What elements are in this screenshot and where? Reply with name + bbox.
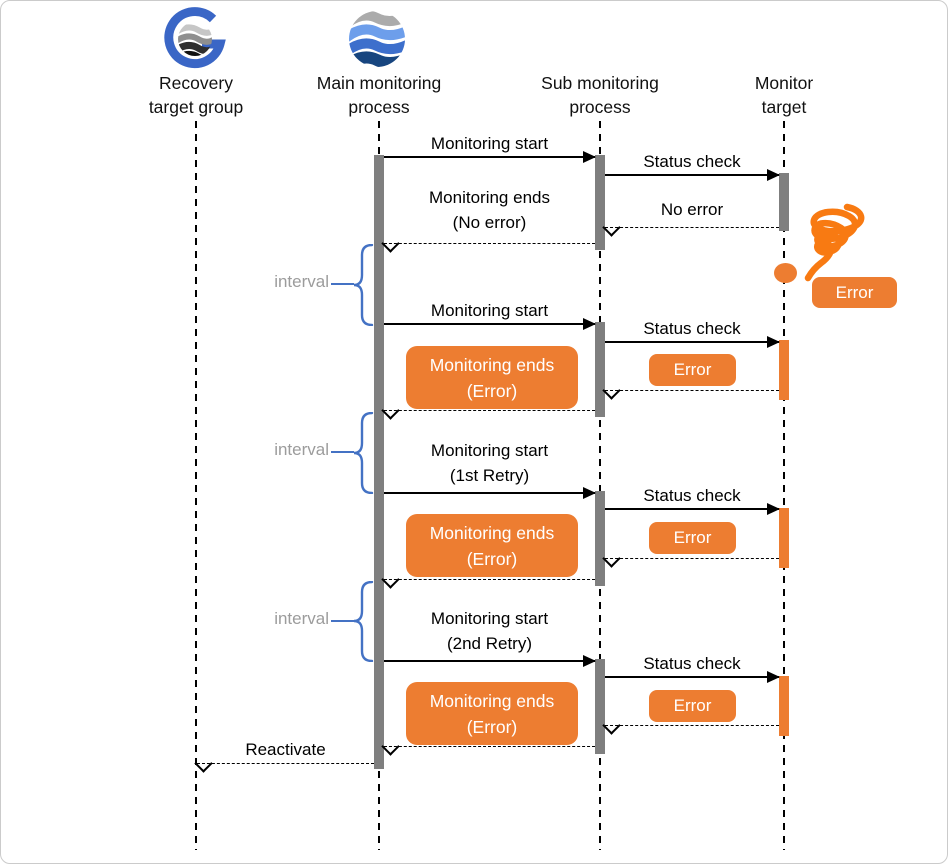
error-badge-floating: Error — [812, 277, 897, 308]
message-arrow-error-2 — [602, 549, 779, 568]
activation-bar-monitor-3-error — [779, 508, 789, 568]
arrowhead-icon — [381, 234, 400, 253]
arrowhead-icon — [767, 671, 780, 683]
error-badge-1: Error — [649, 354, 736, 386]
lifeline-recovery-target-group — [195, 121, 197, 850]
message-arrow-status-check-2 — [605, 336, 780, 348]
arrowhead-icon — [381, 401, 400, 420]
message-arrow-error-3 — [602, 716, 779, 735]
interval-brace-3 — [353, 581, 374, 662]
message-label-status-check-1: Status check — [643, 152, 741, 171]
message-arrow-monitoring-ends-error-2 — [381, 570, 595, 589]
actor-label-monitor-target: Monitor target — [754, 73, 814, 117]
message-arrow-monitoring-ends-error-1 — [381, 401, 595, 420]
message-label-status-check-3: Status check — [643, 486, 741, 505]
arrowhead-icon — [583, 318, 596, 330]
arrowhead-icon — [767, 336, 780, 348]
activation-bar-monitor-2-error — [779, 340, 789, 400]
arrowhead-icon — [583, 655, 596, 667]
arrowhead-icon — [602, 381, 621, 400]
arrowhead-icon — [767, 503, 780, 515]
arrowhead-icon — [602, 716, 621, 735]
message-arrow-reactivate — [194, 754, 374, 773]
arrowhead-icon — [767, 169, 780, 181]
message-label-no-error: No error — [660, 200, 724, 219]
activation-bar-monitor-4-error — [779, 676, 789, 736]
arrowhead-icon — [602, 549, 621, 568]
arrowhead-icon — [381, 570, 400, 589]
message-arrow-monitoring-start-retry2 — [384, 655, 596, 667]
arrowhead-icon — [583, 487, 596, 499]
interval-connector-1 — [331, 283, 354, 285]
message-arrow-monitoring-ends-error-3 — [381, 737, 595, 756]
actor-label-recovery-target-group: Recovery target group — [148, 73, 244, 117]
message-arrow-monitoring-start-1 — [384, 151, 596, 163]
error-badge-2: Error — [649, 522, 736, 554]
error-badge-3: Error — [649, 690, 736, 722]
message-arrow-monitoring-start-retry1 — [384, 487, 596, 499]
message-arrow-no-error — [602, 218, 779, 237]
message-label-monitoring-start-retry1: Monitoring start (1st Retry) — [430, 441, 549, 485]
message-arrow-status-check-4 — [605, 671, 780, 683]
interval-label-2: interval — [274, 440, 329, 459]
message-label-reactivate: Reactivate — [245, 740, 326, 759]
activation-bar-sub-1 — [595, 155, 605, 250]
error-spiral-icon — [804, 203, 865, 282]
actor-label-sub-monitoring-process: Sub monitoring process — [541, 73, 659, 117]
message-arrow-monitoring-start-2 — [384, 318, 596, 330]
interval-label-1: interval — [274, 272, 329, 291]
interval-label-3: interval — [274, 609, 329, 628]
error-dot — [774, 263, 797, 283]
activation-bar-sub-3 — [595, 491, 605, 586]
message-arrow-status-check-1 — [605, 169, 780, 181]
arrowhead-icon — [583, 151, 596, 163]
actor-label-main-monitoring-process: Main monitoring process — [316, 73, 442, 117]
recovery-group-logo-icon — [164, 7, 226, 69]
activation-bar-main — [374, 155, 384, 769]
monitoring-ends-error-box-1: Monitoring ends (Error) — [406, 346, 578, 409]
interval-connector-3 — [331, 620, 354, 622]
arrowhead-icon — [381, 737, 400, 756]
message-arrow-monitoring-ends-no-error — [381, 234, 595, 253]
activation-bar-monitor-1 — [779, 173, 789, 231]
message-label-status-check-2: Status check — [643, 319, 741, 338]
interval-connector-2 — [331, 451, 354, 453]
interval-brace-2 — [353, 412, 374, 494]
message-label-monitoring-start-retry2: Monitoring start (2nd Retry) — [430, 609, 549, 653]
message-label-monitoring-start-2: Monitoring start — [430, 301, 549, 320]
monitoring-ends-error-box-2: Monitoring ends (Error) — [406, 514, 578, 577]
lifeline-sub-monitoring-process — [599, 121, 601, 850]
monitoring-ends-error-box-3: Monitoring ends (Error) — [406, 682, 578, 745]
activation-bar-sub-4 — [595, 659, 605, 754]
activation-bar-sub-2 — [595, 322, 605, 417]
interval-brace-1 — [353, 244, 374, 326]
lifeline-monitor-target — [783, 121, 785, 850]
message-arrow-error-1 — [602, 381, 779, 400]
message-arrow-status-check-3 — [605, 503, 780, 515]
message-label-monitoring-start-1: Monitoring start — [430, 134, 549, 153]
message-label-monitoring-ends-no-error: Monitoring ends (No error) — [429, 188, 550, 232]
main-process-logo-icon — [349, 11, 405, 67]
message-label-status-check-4: Status check — [643, 654, 741, 673]
